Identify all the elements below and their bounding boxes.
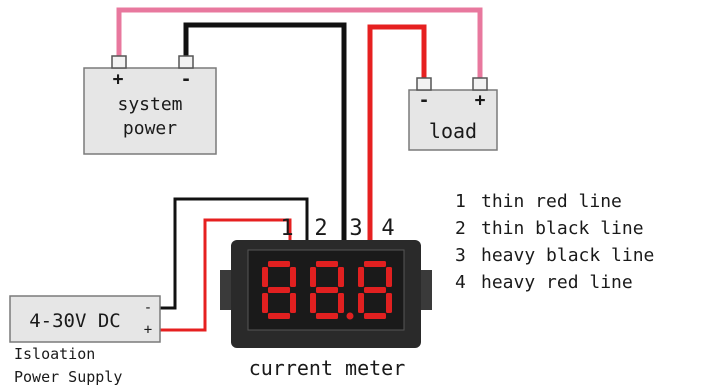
- digit-1-segment-1: [268, 261, 290, 267]
- isolation-minus-sign: -: [144, 300, 152, 316]
- digit-3-segment-6: [358, 267, 364, 287]
- thin-red-wire: [160, 218, 292, 332]
- isolation-box: [9, 295, 161, 343]
- digit-1-segment-2: [290, 267, 296, 287]
- digit-3-segment-3: [386, 293, 392, 313]
- pin-1-label: 1: [280, 216, 293, 241]
- system-power-box: [83, 67, 217, 155]
- isolation-caption-line2: Power Supply: [14, 368, 122, 386]
- pin-2-label: 2: [314, 216, 327, 241]
- pin-4-label: 4: [381, 216, 394, 241]
- pink-wire: [116, 7, 483, 80]
- system-power-label-line1: system: [117, 94, 182, 115]
- system-power-plus-sign: +: [113, 69, 124, 90]
- meter-left-tab: [220, 270, 232, 310]
- digit-3-segment-4: [364, 313, 386, 319]
- thin-black-wire: [160, 197, 309, 310]
- legend-text-4: heavy red line: [481, 272, 633, 293]
- meter-digits: [262, 261, 392, 320]
- digit-1-segment-5: [262, 293, 268, 313]
- isolation-caption-line1: Isloation: [14, 345, 95, 363]
- digit-1-segment-7: [268, 287, 290, 293]
- pin-3-label: 3: [349, 216, 362, 241]
- legend-text-1: thin red line: [481, 191, 622, 212]
- isolation-voltage-label: 4-30V DC: [29, 310, 121, 332]
- legend-num-3: 3: [455, 245, 466, 266]
- digit-3-segment-7: [364, 287, 386, 293]
- current-meter: [220, 240, 432, 348]
- load-minus-sign: -: [419, 90, 430, 111]
- legend-text-3: heavy black line: [481, 245, 654, 266]
- digit-1-segment-3: [290, 293, 296, 313]
- legend-text-2: thin black line: [481, 218, 644, 239]
- meter-caption: current meter: [249, 356, 406, 380]
- system-power-plus-terminal: [111, 55, 127, 69]
- digit-2-segment-7: [316, 287, 338, 293]
- load-minus-terminal: [416, 77, 432, 91]
- load-plus-sign: +: [475, 90, 486, 111]
- heavy-red-wire: [367, 24, 427, 240]
- legend-num-1: 1: [455, 191, 466, 212]
- digit-2-segment-4: [316, 313, 338, 319]
- digit-2-segment-3: [338, 293, 344, 313]
- digit-3-segment-5: [358, 293, 364, 313]
- system-power-minus-sign: -: [181, 69, 192, 90]
- digit-3-segment-1: [364, 261, 386, 267]
- meter-right-tab: [420, 270, 432, 310]
- system-power-minus-terminal: [178, 55, 194, 69]
- digit-2-segment-5: [310, 293, 316, 313]
- digit-2-segment-6: [310, 267, 316, 287]
- load-box: [408, 89, 498, 151]
- system-power-label-line2: power: [123, 118, 177, 139]
- decimal-point: [346, 312, 354, 320]
- digit-1-segment-4: [268, 313, 290, 319]
- heavy-black-wire: [183, 22, 347, 240]
- load-plus-terminal: [472, 77, 488, 91]
- digit-1-segment-6: [262, 267, 268, 287]
- digit-2-segment-1: [316, 261, 338, 267]
- legend-num-2: 2: [455, 218, 466, 239]
- digit-2-segment-2: [338, 267, 344, 287]
- legend-num-4: 4: [455, 272, 466, 293]
- wire-legend: 1 thin red line 2 thin black line 3 heav…: [455, 191, 654, 293]
- digit-3-segment-2: [386, 267, 392, 287]
- load-label: load: [429, 119, 477, 143]
- isolation-plus-sign: +: [144, 322, 152, 338]
